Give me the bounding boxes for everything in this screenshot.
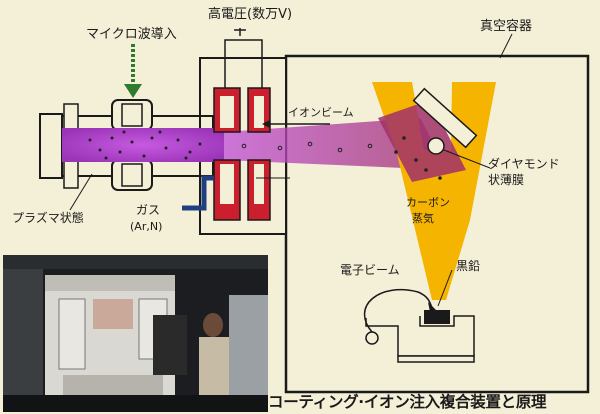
label-gas-species: (Ar,N) — [130, 220, 162, 233]
label-high-voltage: 高電圧(数万V) — [208, 6, 292, 22]
label-carbon-vapor: カーボン — [406, 196, 450, 209]
ion-beam-arrow — [262, 120, 330, 128]
substrate-holder — [412, 87, 478, 155]
label-microwave: マイクロ波導入 — [86, 27, 177, 42]
high-voltage-electrode — [213, 87, 271, 221]
photo-illustration — [3, 255, 268, 412]
crucible-assembly — [365, 310, 475, 363]
label-gas: ガス — [136, 203, 160, 217]
label-electron-beam: 電子ビーム — [340, 263, 400, 277]
label-diamond-film: ダイヤモンド — [488, 156, 560, 171]
particle-dots — [88, 130, 442, 180]
leader-lines — [69, 33, 513, 307]
source-end-cap — [39, 113, 63, 179]
electron-beam-arc — [363, 288, 433, 333]
label-ion-beam: イオンビーム — [288, 106, 354, 119]
figure-caption: コーティング·イオン注入複合装置と原理 — [268, 393, 547, 411]
label-diamond-film-2: 状薄膜 — [488, 172, 524, 187]
gas-pipe — [182, 175, 214, 211]
coil-core-top — [121, 103, 143, 127]
label-carbon-vapor-2: 蒸気 — [412, 211, 434, 225]
coil-core-bottom — [121, 163, 143, 187]
high-voltage-wiring — [224, 28, 263, 88]
label-vacuum-vessel: 真空容器 — [480, 18, 532, 34]
microwave-arrow — [124, 44, 142, 98]
diamond-film-region — [378, 100, 466, 182]
label-graphite: 黒鉛 — [456, 259, 480, 273]
equipment-photo — [3, 255, 268, 412]
carbon-vapor-core — [396, 150, 470, 300]
label-plasma-state: プラズマ状態 — [12, 210, 84, 225]
electron-beam-arrowhead — [428, 302, 436, 312]
